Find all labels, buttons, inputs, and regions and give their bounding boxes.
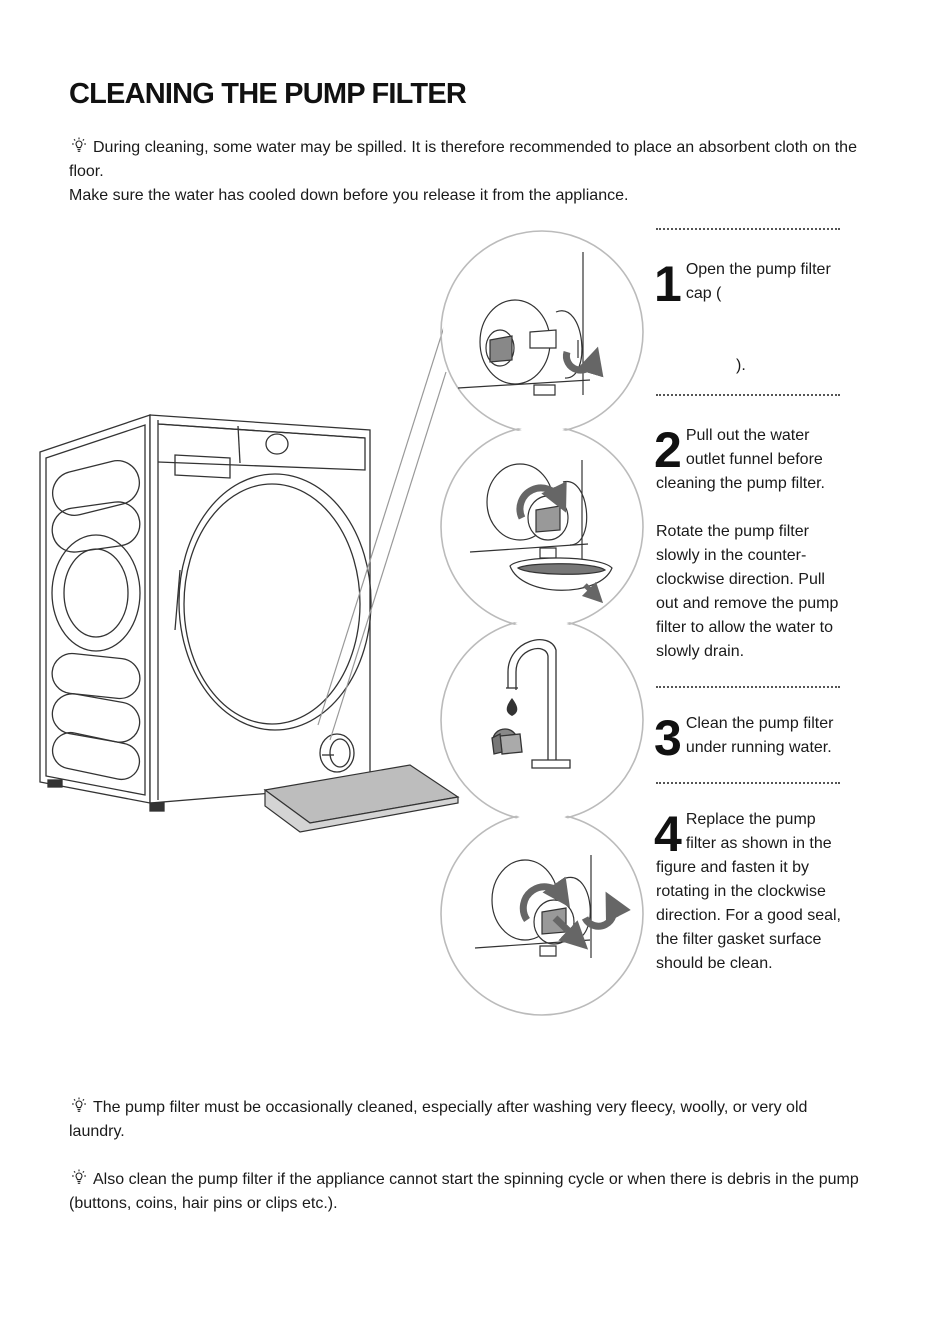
step-2: 2 Pull out the water outlet funnel befor… bbox=[654, 422, 846, 664]
absorbent-cloth bbox=[263, 764, 460, 833]
step-1: 1 Open the pump filter cap ( ). bbox=[654, 256, 846, 378]
step-text-end: ). bbox=[736, 357, 746, 374]
lightbulb-icon bbox=[72, 137, 86, 152]
step-4: 4 Replace the pump filter as shown in th… bbox=[654, 806, 846, 976]
lightbulb-icon bbox=[72, 1097, 86, 1112]
step-text: Replace the pump filter as shown in the … bbox=[656, 811, 841, 972]
divider bbox=[656, 782, 840, 784]
step-number: 4 bbox=[654, 806, 682, 862]
steps-column: 1 Open the pump filter cap ( ). 2 Pull o… bbox=[654, 228, 846, 976]
footer-tip-2: Also clean the pump filter if the applia… bbox=[69, 1169, 859, 1212]
page-title: CLEANING THE PUMP FILTER bbox=[69, 78, 467, 110]
step3-faucet bbox=[491, 639, 571, 769]
footer-tip-1: The pump filter must be occasionally cle… bbox=[69, 1097, 808, 1140]
divider bbox=[656, 686, 840, 688]
step-text: Clean the pump filter under running wate… bbox=[685, 715, 834, 756]
step-number: 3 bbox=[654, 710, 682, 766]
intro-note: Make sure the water has cooled down befo… bbox=[69, 187, 629, 204]
step-text: Pull out the water outlet funnel before … bbox=[656, 427, 825, 492]
step-text: Open the pump filter cap ( bbox=[685, 261, 831, 302]
step-text-extra: Rotate the pump filter slowly in the cou… bbox=[656, 523, 839, 660]
step-number: 1 bbox=[654, 256, 682, 312]
intro-tip: During cleaning, some water may be spill… bbox=[69, 137, 857, 180]
divider bbox=[656, 228, 840, 230]
washing-machine bbox=[39, 414, 372, 812]
water-drop-icon bbox=[506, 698, 518, 716]
callout-lines bbox=[317, 291, 456, 741]
step-3: 3 Clean the pump filter under running wa… bbox=[654, 710, 846, 766]
lightbulb-icon bbox=[72, 1169, 86, 1184]
step-number: 2 bbox=[654, 422, 682, 478]
rotate-arrow-icon bbox=[562, 346, 604, 378]
divider bbox=[656, 394, 840, 396]
